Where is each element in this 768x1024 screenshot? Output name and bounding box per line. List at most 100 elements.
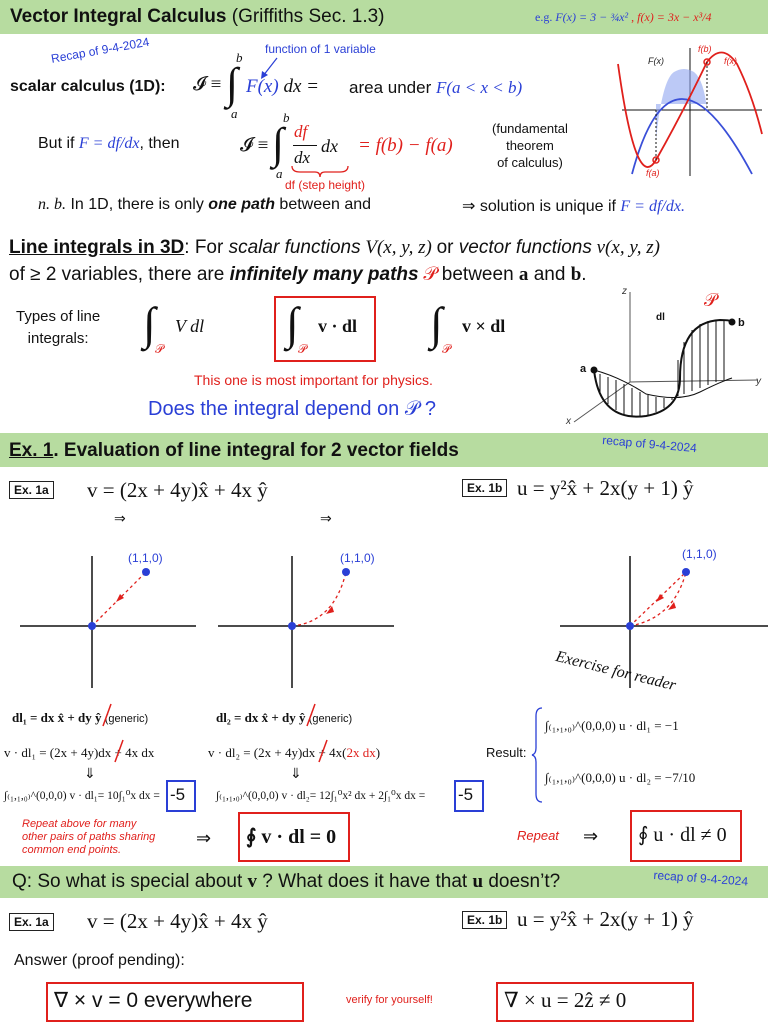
int2-value-box	[454, 780, 484, 812]
example-functions: e.g. F(x) = 3 − ¾x² , f(x) = 3x − x³/4	[535, 10, 712, 24]
nb-line: n. b. In 1D, there is only one path betw…	[38, 196, 372, 213]
ex1a-field: v = (2x + 4y)x̂ + 4x ŷ	[87, 478, 268, 502]
ex1a-tag: Ex. 1a	[9, 481, 54, 499]
vdl1-eq: v · dl₁ = (2x + 4y)dx + 4x dx	[4, 745, 155, 760]
dependence-question: Does the integral depend on 𝒫 ?	[148, 398, 436, 420]
ex1-heading: Ex. 1. Evaluation of line integral for 2…	[9, 440, 459, 461]
q-ex1b-tag: Ex. 1b	[462, 911, 508, 929]
page-title: Vector Integral Calculus (Griffiths Sec.…	[10, 6, 385, 28]
question-band	[0, 866, 768, 898]
plot-label-Fx: F(x)	[648, 56, 664, 66]
int1-value: -5	[170, 785, 186, 804]
eq2-lhs: 𝓘 ≡	[240, 135, 269, 156]
closed-v-box	[238, 812, 350, 862]
q-ex1a-field: v = (2x + 4y)x̂ + 4x ŷ	[87, 909, 268, 933]
int1-sub: 𝒫	[155, 342, 164, 356]
dl2-strike	[306, 703, 316, 727]
but-if-line: But if F = df/dx, then	[38, 135, 180, 152]
function-plot: f(b) F(x) f(x) f(a)	[617, 44, 763, 178]
path-plot-2: (1,1,0)	[218, 551, 394, 688]
plot2-point: (1,1,0)	[340, 551, 375, 565]
result-brace	[531, 707, 543, 803]
plot3-point: (1,1,0)	[682, 547, 717, 561]
example-F: F(x) = 3 − ¾x²	[555, 10, 629, 24]
implies-closed-u: ⇒	[583, 826, 599, 846]
axis-y: y	[755, 376, 762, 387]
line-integrals-line2: of ≥ 2 variables, there are infinitely m…	[9, 264, 587, 285]
recap-note-top: Recap of 9-4-2024	[50, 34, 151, 66]
line-integrals-intro: Line integrals in 3D: For scalar functio…	[9, 237, 660, 258]
dl1-eq: dl₁ = dx x̂ + dy ŷ (generic)	[12, 710, 149, 725]
int2-body: v · dl	[318, 316, 358, 336]
important-note: This one is most important for physics.	[194, 372, 433, 388]
eq2-lower: a	[276, 166, 283, 181]
eq2-integral-sign: ∫	[272, 119, 285, 168]
implies-2: ⇒	[320, 510, 332, 526]
int3-sub: 𝒫	[442, 342, 451, 356]
title-rest: (Griffiths Sec. 1.3)	[226, 6, 385, 27]
curl-v-box	[46, 982, 304, 1022]
int1-value-box	[166, 780, 196, 812]
dl2-eq: dl₂ = dx x̂ + dy ŷ (generic)	[216, 710, 353, 725]
int3-sign: ∫	[430, 298, 443, 349]
eq2-frac-bar	[293, 145, 317, 146]
int2-value: -5	[458, 785, 474, 804]
int1-result: ∫₍₁,₁,₀₎^(0,0,0) v · dl₁= 10∫₁⁰x dx =	[4, 790, 160, 802]
closed-u-box	[630, 810, 742, 862]
int2-sub: 𝒫	[298, 342, 307, 356]
vdl1-strike	[114, 739, 124, 763]
axis-x: x	[565, 416, 572, 427]
result-u1: ∫₍₁,₁,₀₎^(0,0,0) u · dl₁ = −1	[545, 718, 679, 733]
int3-body: v × dl	[462, 316, 506, 336]
ex1b-tag: Ex. 1b	[462, 479, 508, 497]
function-note-arrow	[261, 57, 278, 79]
plot1-point: (1,1,0)	[128, 551, 163, 565]
eq2-frac-den: dx	[294, 148, 311, 167]
implies-closed-v: ⇒	[196, 828, 212, 848]
axis-z: z	[621, 286, 627, 297]
int2-result: ∫₍₁,₁,₀₎^(0,0,0) v · dl₂= 12∫₁⁰x² dx + 2…	[216, 790, 426, 802]
plot-label-fx: f(x)	[724, 56, 737, 66]
types-label: Types of line integrals:	[16, 308, 101, 347]
result-label: Result:	[486, 745, 527, 760]
step-height-brace	[291, 165, 349, 178]
int1-sign: ∫	[143, 298, 156, 349]
answer-label: Answer (proof pending):	[14, 952, 185, 969]
closed-v: ∮ v · dl = 0	[246, 826, 337, 848]
ex1-band	[0, 433, 768, 467]
step-height: df (step height)	[285, 178, 366, 192]
verify-note: verify for yourself!	[346, 994, 433, 1006]
dl1-strike	[102, 703, 112, 727]
function-note: function of 1 variable	[265, 42, 376, 56]
curl-u: ∇ × u = 2ẑ ≠ 0	[504, 988, 627, 1012]
ftc-note: (fundamental theorem of calculus)	[492, 121, 568, 170]
eq1-rhs: area under F(a < x < b)	[349, 78, 523, 97]
nb-result: ⇒ solution is unique if F = df/dx.	[462, 198, 685, 215]
scalar-label: scalar calculus (1D):	[10, 78, 166, 95]
int2-box	[274, 296, 376, 362]
down-arrow-2: ⇓	[290, 765, 302, 781]
label-P: 𝒫	[704, 290, 719, 310]
int2-sign: ∫	[286, 298, 299, 349]
plot-label-fb: f(b)	[698, 44, 712, 54]
title-bold: Vector Integral Calculus	[10, 6, 227, 27]
eq2-upper: b	[283, 110, 290, 125]
plot-label-fa: f(a)	[646, 168, 660, 178]
vdl2-strike	[318, 739, 328, 763]
eq1: 𝓘 ≡	[193, 74, 222, 95]
result-u2: ∫₍₁,₁,₀₎^(0,0,0) u · dl₂ = −7/10	[545, 770, 696, 785]
question-text: Q: So what is special about v ? What doe…	[12, 871, 561, 892]
eq1-body: F(x) dx =	[246, 76, 319, 97]
curl-v: ∇ × v = 0 everywhere	[54, 989, 253, 1012]
path-plot-3: (1,1,0)	[560, 547, 768, 688]
eq2-frac-num: df	[294, 122, 308, 141]
eq2-rhs: = f(b) − f(a)	[358, 135, 453, 156]
path-3d-diagram: z y x a b dl 𝒫	[565, 286, 762, 427]
vdl2-eq: v · dl₂ = (2x + 4y)dx + 4x(2x dx)	[208, 745, 381, 760]
down-arrow-1: ⇓	[84, 765, 96, 781]
point-b: b	[738, 317, 745, 329]
path-plot-1: (1,1,0)	[20, 551, 196, 688]
eq1-integral-sign: ∫	[226, 59, 239, 108]
closed-u: ∮ u · dl ≠ 0	[638, 824, 727, 846]
q-ex1a-tag: Ex. 1a	[9, 913, 54, 931]
